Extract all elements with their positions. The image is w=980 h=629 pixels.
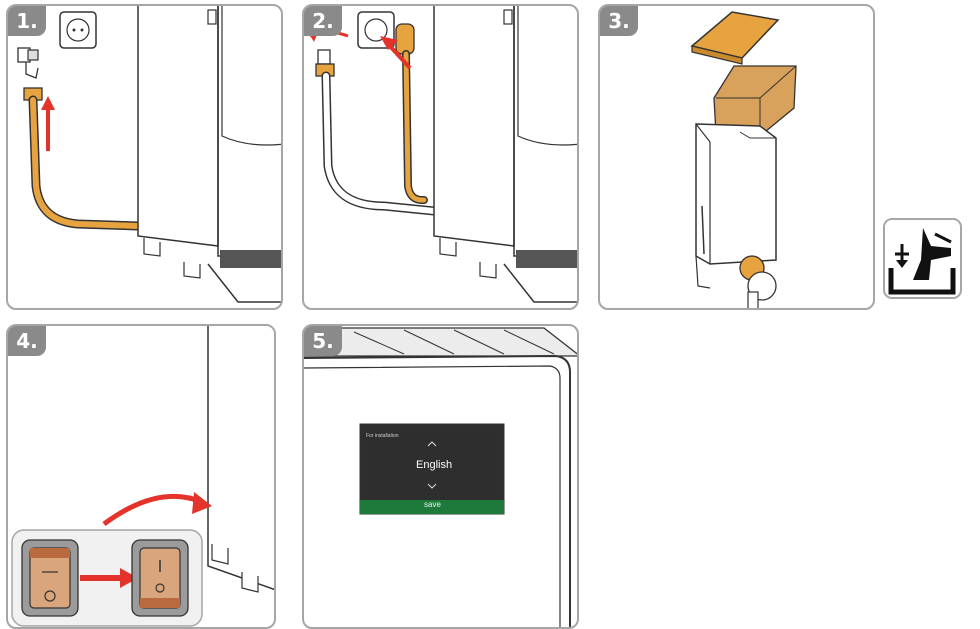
step-1-illustration xyxy=(17,6,281,303)
screen-title: For installation xyxy=(366,433,399,439)
step-5-illustration xyxy=(304,327,577,627)
panel-step-2: 2. xyxy=(302,4,579,310)
step-badge-4: 4. xyxy=(8,326,46,356)
panel-step-3: 3. xyxy=(598,4,875,310)
step-2-illustration xyxy=(308,6,577,303)
step-badge-2: 2. xyxy=(304,6,342,36)
panel-step-1: 1. xyxy=(6,4,283,310)
step-badge-1: 1. xyxy=(8,6,46,36)
fill-bean-container-icon xyxy=(883,218,962,299)
step-badge-3: 3. xyxy=(600,6,638,36)
step-badge-5: 5. xyxy=(304,326,342,356)
save-button[interactable]: save xyxy=(424,500,441,509)
step-3-illustration xyxy=(690,11,797,308)
language-option: English xyxy=(416,459,453,471)
panel-step-4: 4. xyxy=(6,324,276,629)
panel-step-5: 5. For installation English save xyxy=(302,324,579,629)
step-4-illustration xyxy=(11,326,274,627)
